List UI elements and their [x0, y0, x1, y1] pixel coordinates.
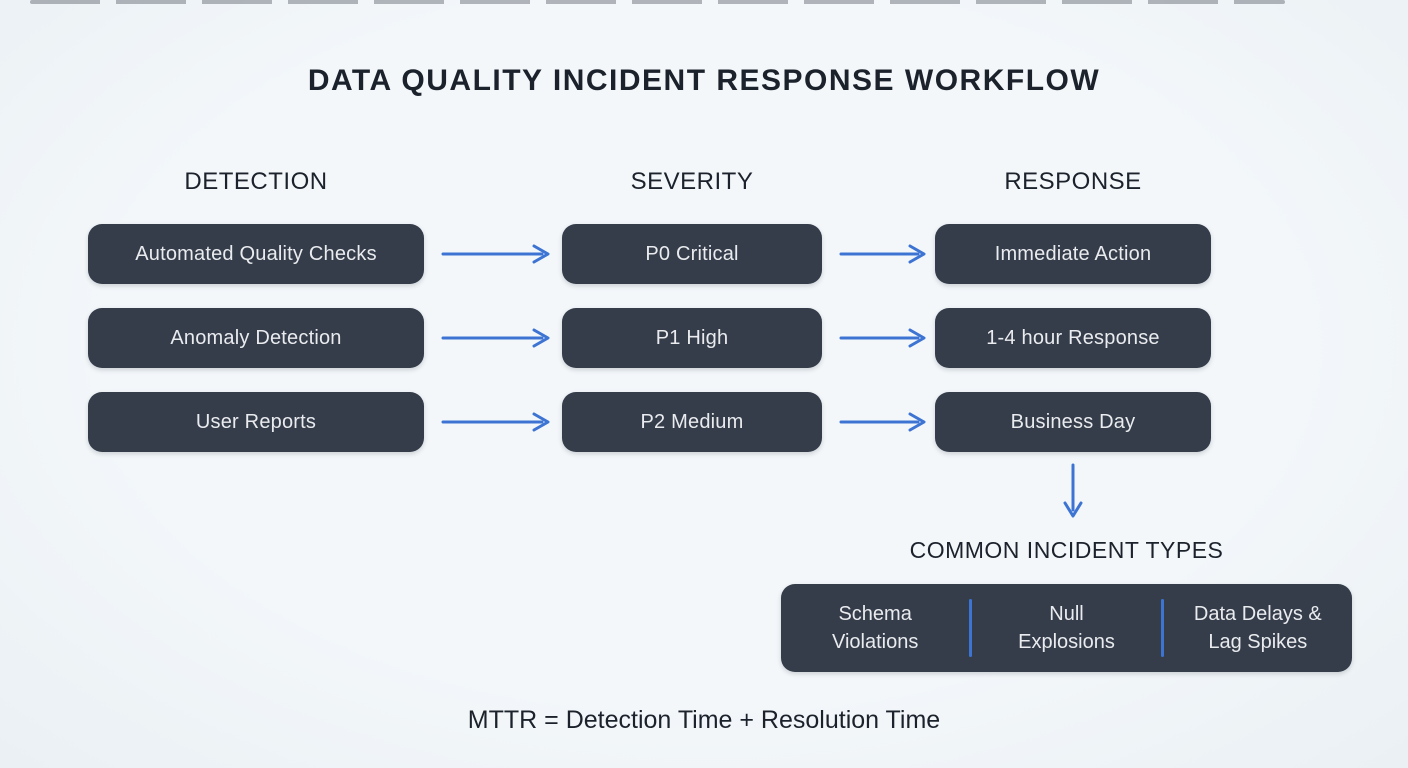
mttr-formula: MTTR = Detection Time + Resolution Time: [467, 706, 941, 734]
incident-types-box: Schema Violations Null Explosions Data D…: [781, 584, 1352, 672]
column-header-response: RESPONSE: [1004, 168, 1142, 195]
incident-type-data-delays-lag-spikes: Data Delays & Lag Spikes: [1164, 584, 1352, 672]
incident-type-null-explosions: Null Explosions: [972, 584, 1160, 672]
divider: [969, 599, 973, 657]
column-header-severity: SEVERITY: [630, 168, 754, 195]
node-label: Anomaly Detection: [170, 326, 342, 349]
incident-type-line: Violations: [831, 631, 919, 653]
incident-type-line: Schema: [838, 603, 912, 625]
node-label: Automated Quality Checks: [135, 242, 377, 265]
node-label: Immediate Action: [994, 242, 1152, 265]
node-label: User Reports: [195, 410, 317, 433]
node-p2-medium: P2 Medium: [562, 392, 822, 452]
arrow-right-icon: [441, 244, 550, 264]
incident-types-heading: COMMON INCIDENT TYPES: [909, 537, 1224, 563]
column-header-detection: DETECTION: [184, 168, 328, 195]
page-title: DATA QUALITY INCIDENT RESPONSE WORKFLOW: [307, 64, 1101, 97]
node-label: P1 High: [655, 326, 729, 349]
arrow-right-icon: [441, 412, 550, 432]
incident-type-schema-violations: Schema Violations: [781, 584, 969, 672]
node-p0-critical: P0 Critical: [562, 224, 822, 284]
incident-type-line: Null: [1049, 603, 1084, 625]
node-label: P2 Medium: [640, 410, 744, 433]
node-automated-quality-checks: Automated Quality Checks: [88, 224, 424, 284]
arrow-right-icon: [839, 244, 926, 264]
node-label: Business Day: [1010, 410, 1136, 433]
incident-type-line: Explosions: [1018, 631, 1115, 653]
incident-type-line: Lag Spikes: [1208, 631, 1308, 653]
incident-type-line: Data Delays &: [1193, 603, 1322, 625]
node-1-4-hour-response: 1-4 hour Response: [935, 308, 1211, 368]
node-label: P0 Critical: [645, 242, 739, 265]
arrow-down-icon: [1063, 463, 1083, 518]
node-user-reports: User Reports: [88, 392, 424, 452]
node-p1-high: P1 High: [562, 308, 822, 368]
node-business-day: Business Day: [935, 392, 1211, 452]
node-label: 1-4 hour Response: [986, 326, 1160, 349]
arrow-right-icon: [839, 328, 926, 348]
node-anomaly-detection: Anomaly Detection: [88, 308, 424, 368]
arrow-right-icon: [441, 328, 550, 348]
arrow-right-icon: [839, 412, 926, 432]
top-edge-artifact: [30, 0, 1285, 4]
divider: [1160, 599, 1164, 657]
node-immediate-action: Immediate Action: [935, 224, 1211, 284]
